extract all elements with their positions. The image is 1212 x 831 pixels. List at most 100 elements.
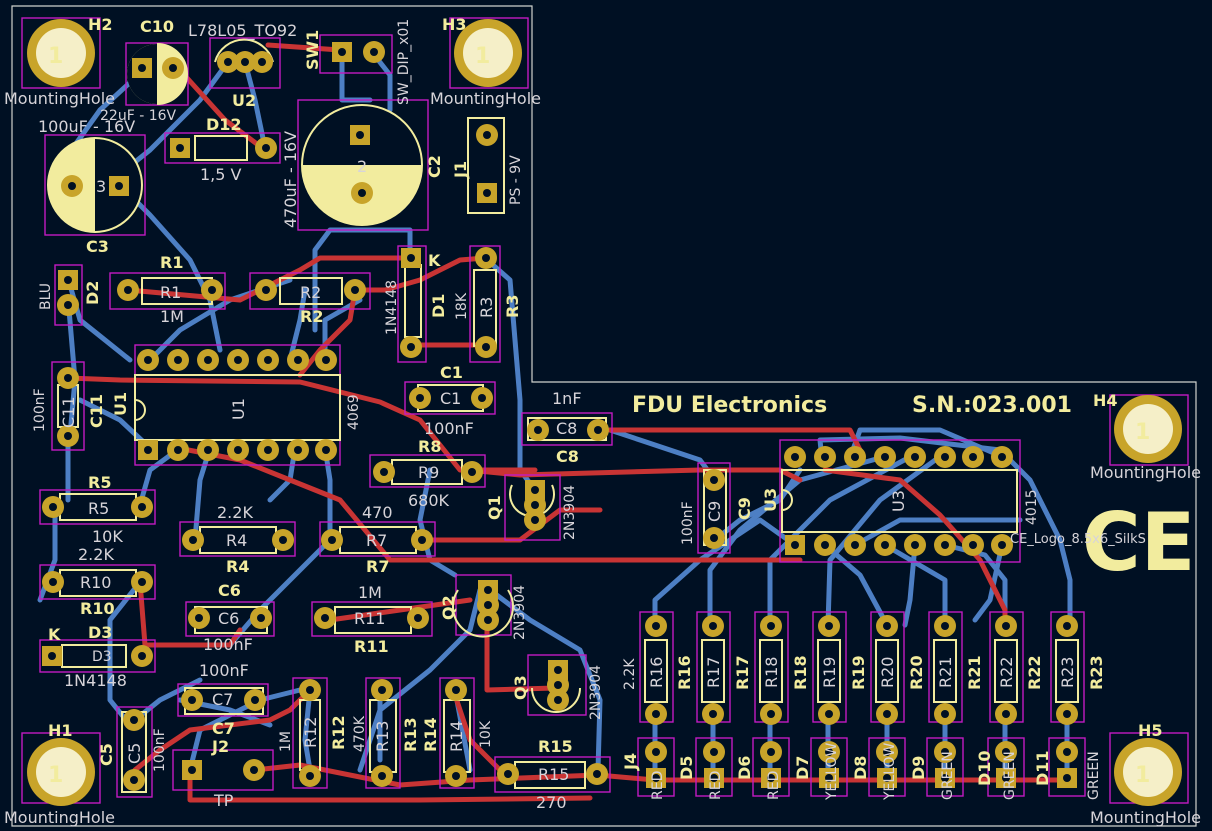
- r1-ref: R1: [160, 253, 183, 272]
- c6-body: C6: [218, 609, 239, 628]
- d1-ref: D1: [429, 294, 448, 318]
- c9-value: 100nF: [680, 501, 696, 545]
- d10-ref: D10: [975, 750, 994, 786]
- c8-body: C8: [556, 419, 577, 438]
- r22-body: R22: [997, 657, 1016, 688]
- c5-value: 100nF: [152, 728, 168, 772]
- d12-value: 1,5 V: [200, 165, 242, 184]
- d11-color: GREEN: [1002, 751, 1018, 800]
- h3-ref: H3: [442, 15, 467, 34]
- serial-number: S.N.:023.001: [912, 393, 1072, 418]
- u3-body: U3: [889, 490, 908, 512]
- r2-body: R2: [300, 283, 321, 302]
- d3-ref: D3: [88, 623, 112, 642]
- r14-ref: R14: [421, 717, 440, 752]
- h3-value: MountingHole: [430, 89, 541, 108]
- board-edge-cut: [11, 5, 1197, 827]
- d12-ref: D12: [206, 115, 242, 134]
- r3-body: R3: [477, 297, 496, 318]
- r4-body: R4: [226, 531, 247, 550]
- c5-ref: C5: [97, 743, 116, 766]
- mounting-hole-h4: [1114, 395, 1182, 463]
- u2-value: L78L05_TO92: [188, 21, 297, 41]
- r4-ref: R4: [226, 557, 249, 576]
- c11-body: C11: [59, 396, 78, 428]
- j2-ref: J2: [211, 737, 229, 756]
- r7-value: 470: [362, 503, 393, 522]
- j1-value: PS - 9V: [508, 155, 524, 205]
- c6-ref: C6: [218, 581, 241, 600]
- d11-ref: D11: [1033, 750, 1052, 786]
- r10-body: R10: [80, 573, 111, 592]
- r17-body: R17: [704, 657, 723, 688]
- led-bank-labels: 2.2K R16 R16 RED D5 R17 R17 RED D6 R18 R…: [622, 655, 1106, 801]
- mounting-hole-labels: 1 H2 MountingHole 1 H3 MountingHole 1 H4…: [4, 15, 1201, 827]
- r11-ref: R11: [354, 637, 389, 656]
- r7-body: R7: [366, 531, 387, 550]
- j4-ref: J4: [621, 753, 640, 771]
- c11-value: 100nF: [32, 388, 48, 432]
- d3-body: D3: [92, 649, 112, 665]
- u3-value: 4015: [1024, 489, 1040, 525]
- c3-ref: C3: [86, 237, 109, 256]
- d8-ref: D8: [851, 756, 870, 780]
- mounting-hole-h3: [454, 19, 522, 87]
- d9-ref: D9: [909, 756, 928, 780]
- r9-alt: R8: [418, 437, 441, 456]
- ce-logo-mark: CE: [1082, 496, 1195, 589]
- r15-body: R15: [538, 765, 569, 784]
- r16-ref: R16: [675, 655, 694, 690]
- c9-ref: C9: [735, 497, 754, 520]
- j2-value: TP: [213, 791, 234, 810]
- r11-value: 1M: [358, 583, 382, 602]
- ce-logo: CE CE_Logo_8.5x6_SilkS: [1010, 496, 1195, 589]
- r13-ref: R13: [401, 717, 420, 752]
- d6-ref: D6: [735, 756, 754, 780]
- r12-value: 1M: [278, 731, 294, 752]
- h2-value: MountingHole: [4, 89, 115, 108]
- c7-body: C7: [212, 690, 233, 709]
- c1-body: C1: [440, 389, 461, 408]
- r10-value: 2.2K: [78, 545, 114, 564]
- h4-pin: 1: [1135, 420, 1150, 445]
- c3-pin: 3: [96, 177, 106, 196]
- d10-color: GREEN: [940, 751, 956, 800]
- c3-value: 100uF - 16V: [38, 117, 135, 136]
- q3-ref: Q3: [511, 675, 530, 700]
- r22-ref: R22: [1025, 655, 1044, 690]
- r23-body: R23: [1058, 657, 1077, 688]
- r14-body: R14: [447, 721, 466, 752]
- r23-ref: R23: [1087, 655, 1106, 690]
- c1-value: 100nF: [424, 419, 474, 438]
- r17-ref: R17: [733, 655, 752, 690]
- h5-pin: 1: [1135, 763, 1150, 788]
- r20-body: R20: [878, 657, 897, 688]
- q2-ref: Q2: [439, 595, 458, 620]
- r21-ref: R21: [965, 655, 984, 690]
- sw1-ref: SW1: [303, 30, 322, 70]
- r15-value: 270: [536, 793, 567, 812]
- d1-value: 1N4148: [384, 280, 400, 335]
- r7-ref: R7: [366, 557, 389, 576]
- c7-value: 100nF: [199, 661, 249, 680]
- c2-pin: 2: [357, 157, 367, 176]
- r16-body: R16: [647, 657, 666, 688]
- d7-color: RED: [766, 771, 782, 800]
- d1-k: K: [428, 251, 441, 270]
- j1-ref: J1: [451, 161, 470, 179]
- r11-body: R11: [354, 609, 385, 628]
- r13-body: R13: [373, 721, 392, 752]
- u2-ref: U2: [232, 91, 256, 110]
- c2-value: 470uF - 16V: [281, 131, 300, 228]
- u1-body: U1: [229, 398, 248, 420]
- h4-value: MountingHole: [1090, 463, 1201, 482]
- mounting-hole-h5: [1114, 738, 1182, 806]
- h5-value: MountingHole: [1090, 808, 1201, 827]
- d5-ref: D5: [677, 756, 696, 780]
- h4-ref: H4: [1093, 391, 1118, 410]
- r1-value: 1M: [160, 307, 184, 326]
- r4-value: 2.2K: [217, 503, 253, 522]
- c2-ref: C2: [425, 155, 444, 178]
- d3-k: K: [48, 625, 61, 644]
